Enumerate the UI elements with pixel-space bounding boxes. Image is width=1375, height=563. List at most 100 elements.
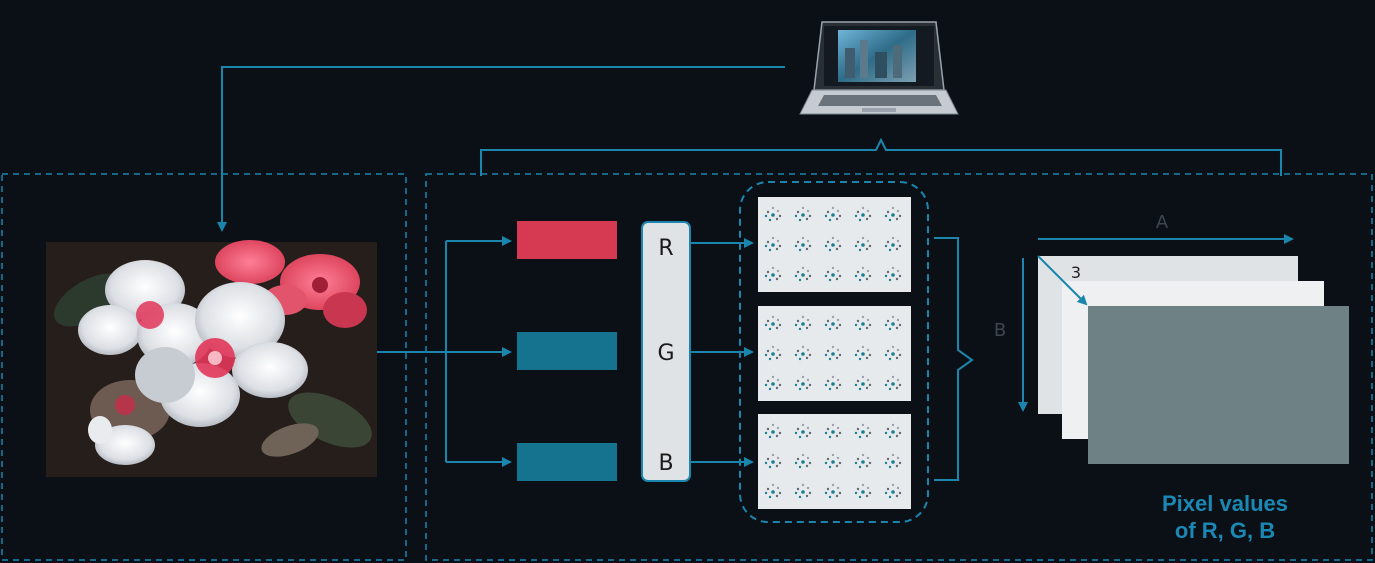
- pixel-dot: [808, 244, 812, 248]
- pixel-dot: [858, 218, 862, 222]
- pixel-dot: [835, 217, 839, 221]
- pixel-dot: [801, 375, 805, 379]
- pixel-dot: [891, 490, 895, 494]
- pixel-dot: [776, 239, 780, 243]
- channel-label-r: R: [658, 236, 673, 261]
- caption-line-1: Pixel values: [1162, 491, 1288, 516]
- pixel-dot: [866, 209, 870, 213]
- pixel-dot: [861, 243, 865, 247]
- laptop-to-image-connector: [217, 66, 785, 232]
- pixel-dot: [828, 387, 832, 391]
- pixel-dot: [775, 217, 779, 221]
- pixel-dot: [891, 273, 895, 277]
- pixel-dot: [824, 491, 828, 495]
- pixel-dot: [771, 483, 775, 487]
- pixel-dot: [828, 248, 832, 252]
- pixel-dot: [898, 274, 902, 278]
- pixel-dot: [796, 427, 800, 431]
- pixel-dot: [826, 210, 830, 214]
- pixel-dot: [856, 457, 860, 461]
- pixel-dot: [766, 427, 770, 431]
- pixel-dot: [865, 494, 869, 498]
- pixel-dot: [764, 214, 768, 218]
- pixel-dot: [884, 461, 888, 465]
- pixel-dot: [826, 427, 830, 431]
- pixel-dot: [768, 248, 772, 252]
- pixel-dot: [771, 375, 775, 379]
- right-dashed-frame: [425, 173, 1373, 561]
- pixel-dot: [884, 214, 888, 218]
- channel-label-b: B: [658, 451, 673, 476]
- pixel-dot: [764, 383, 768, 387]
- pixel-dot: [888, 435, 892, 439]
- pixel-dot: [805, 464, 809, 468]
- pixel-dot: [826, 349, 830, 353]
- pixel-dot: [798, 327, 802, 331]
- pixel-dot: [831, 345, 835, 349]
- pixel-dot: [824, 461, 828, 465]
- pixel-dot: [861, 236, 865, 240]
- pixel-dot: [854, 431, 858, 435]
- pixel-dot: [836, 378, 840, 382]
- pixel-dot: [865, 434, 869, 438]
- pixel-dot: [866, 318, 870, 322]
- pixel-dot: [798, 278, 802, 282]
- pixel-dot: [835, 464, 839, 468]
- pixel-dot: [865, 217, 869, 221]
- pixel-dot: [775, 326, 779, 330]
- pixel-dot: [805, 494, 809, 498]
- pixel-dot: [838, 274, 842, 278]
- pixel-dot: [768, 435, 772, 439]
- pixel-dot: [868, 383, 872, 387]
- pixel-dot: [831, 460, 835, 464]
- pixel-dot: [891, 460, 895, 464]
- pixel-dot: [886, 319, 890, 323]
- pixel-dot: [808, 383, 812, 387]
- pixel-dot: [831, 322, 835, 326]
- pixel-dot: [798, 495, 802, 499]
- pixel-dot: [858, 495, 862, 499]
- pixel-dot: [835, 247, 839, 251]
- pixel-dot: [808, 431, 812, 435]
- pixel-dot: [831, 453, 835, 457]
- pixel-dot: [898, 353, 902, 357]
- pixel-dot: [831, 236, 835, 240]
- pixel-dot: [775, 247, 779, 251]
- pixel-dot: [854, 353, 858, 357]
- pixel-dot: [778, 461, 782, 465]
- pixel-dot: [766, 379, 770, 383]
- pixel-dot: [895, 217, 899, 221]
- pixel-dot: [828, 465, 832, 469]
- pixel-dot: [806, 456, 810, 460]
- pixel-dot: [886, 487, 890, 491]
- pixel-dot: [801, 430, 805, 434]
- pixel-dot: [806, 239, 810, 243]
- pixel-dot: [895, 326, 899, 330]
- pixel-dot: [831, 213, 835, 217]
- pixel-dot: [836, 318, 840, 322]
- pixel-dot: [796, 457, 800, 461]
- pixel-dot: [865, 326, 869, 330]
- pixel-dot: [768, 387, 772, 391]
- pixel-dot: [768, 465, 772, 469]
- pixel-dot: [808, 274, 812, 278]
- pixel-dot: [866, 426, 870, 430]
- pixel-dot: [858, 465, 862, 469]
- pixel-dot: [896, 209, 900, 213]
- pixel-dot: [831, 266, 835, 270]
- pixel-dot: [771, 206, 775, 210]
- pixel-dot: [835, 277, 839, 281]
- pixel-dot: [798, 218, 802, 222]
- rgb-matrix-stack: [1038, 256, 1349, 464]
- pixel-dot: [778, 214, 782, 218]
- pixel-dot: [824, 323, 828, 327]
- pixel-dot: [808, 491, 812, 495]
- pixel-dot: [771, 430, 775, 434]
- pixel-dot: [771, 266, 775, 270]
- panels-brace: [934, 237, 974, 481]
- pixel-dot: [766, 487, 770, 491]
- pixel-dot: [768, 357, 772, 361]
- pixel-dot: [806, 269, 810, 273]
- pixel-dot: [776, 378, 780, 382]
- pixel-dot: [861, 453, 865, 457]
